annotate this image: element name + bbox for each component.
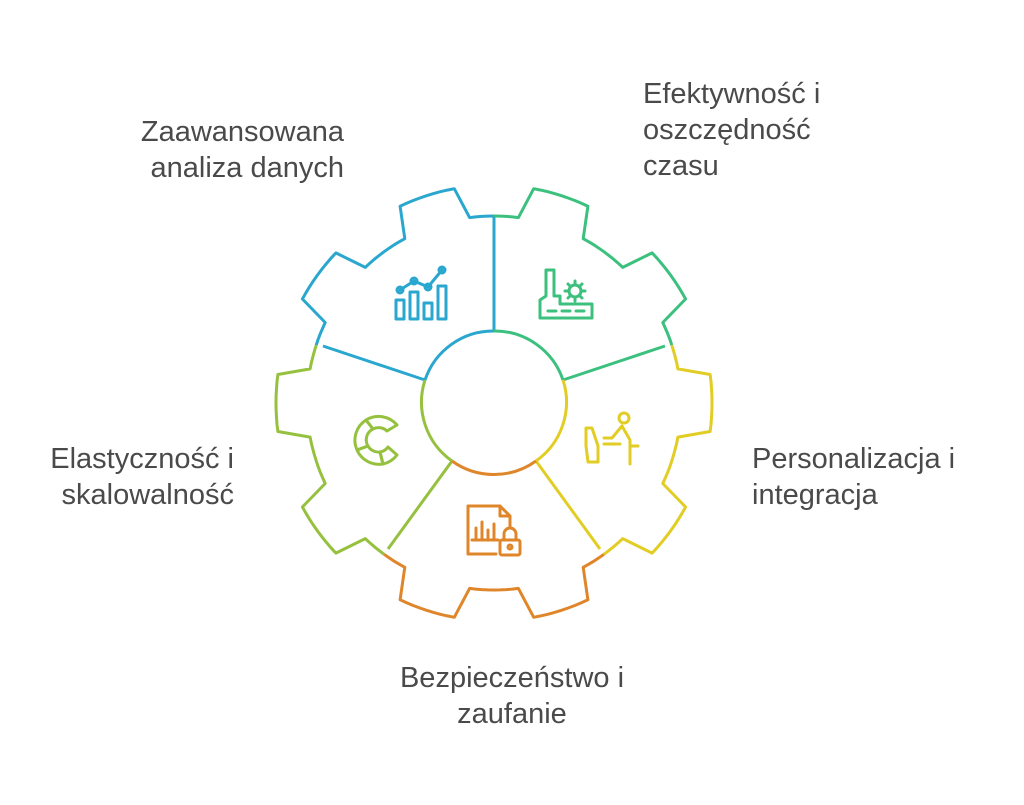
label-line: Bezpieczeństwo i <box>399 662 625 694</box>
divider-line <box>322 344 426 382</box>
label-security: Bezpieczeństwo i zaufanie <box>312 660 712 732</box>
gear-segment-security <box>383 553 605 619</box>
label-analytics: Zaawansowana analiza danych <box>141 114 344 186</box>
label-line: czasu <box>643 150 719 182</box>
label-line: Efektywność i <box>643 78 821 110</box>
circular-arrows-icon <box>353 414 399 466</box>
hub-arc-personalization <box>535 379 568 463</box>
label-personalization: Personalizacja i integracja <box>752 441 955 513</box>
hub-circle <box>420 329 568 476</box>
label-line: integracja <box>752 479 878 511</box>
secure-document-icon <box>466 504 522 557</box>
hub-arc-efficiency <box>493 329 565 381</box>
hub-arc-flexibility <box>420 379 453 463</box>
gear-segment-personalization <box>602 344 714 556</box>
label-line: skalowalność <box>61 479 234 511</box>
gear-outline <box>274 187 714 619</box>
bar-chart-trend-icon <box>394 265 448 321</box>
gear-segment-efficiency <box>493 187 688 346</box>
gear-segment-flexibility <box>274 344 386 556</box>
divider-line <box>562 344 666 382</box>
label-line: zaufanie <box>457 698 567 730</box>
label-line: Zaawansowana <box>140 116 344 148</box>
label-line: analiza danych <box>150 152 344 184</box>
divider-line <box>386 460 454 550</box>
label-line: Elastyczność i <box>50 443 234 475</box>
gear-dividers <box>322 217 666 550</box>
hub-arc-security <box>451 459 537 476</box>
person-at-desk-icon <box>584 411 640 466</box>
label-efficiency: Efektywność i oszczędność czasu <box>643 76 820 184</box>
label-flexibility: Elastyczność i skalowalność <box>50 441 234 513</box>
label-line: oszczędność <box>643 114 811 146</box>
gear-segment-analytics <box>300 187 495 346</box>
divider-line <box>534 460 602 550</box>
hub-arc-analytics <box>423 329 495 381</box>
label-line: Personalizacja i <box>752 443 956 475</box>
factory-gear-icon <box>538 268 594 320</box>
